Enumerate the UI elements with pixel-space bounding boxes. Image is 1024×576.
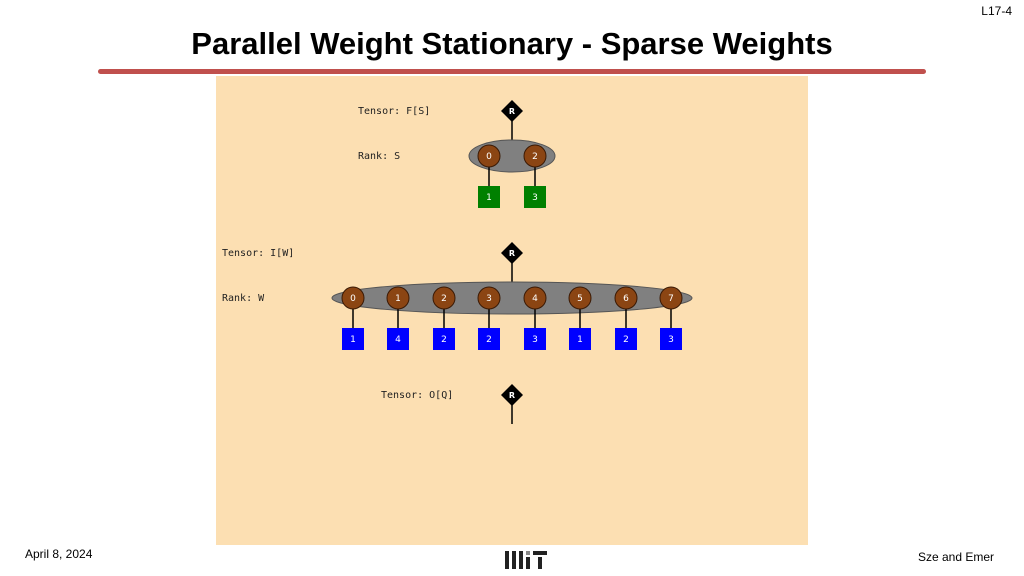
root-label: R bbox=[509, 249, 515, 258]
rank-s-label: Rank: S bbox=[358, 151, 400, 162]
value-node bbox=[660, 328, 682, 350]
value-label: 2 bbox=[623, 335, 629, 345]
slide-number: L17-4 bbox=[981, 4, 1012, 18]
value-label: 2 bbox=[441, 335, 447, 345]
value-label: 1 bbox=[350, 335, 356, 345]
tensor-f-label: Tensor: F[S] bbox=[358, 106, 430, 117]
mit-logo-icon bbox=[505, 551, 547, 569]
value-node bbox=[387, 328, 409, 350]
value-label: 3 bbox=[532, 335, 538, 345]
coord-node bbox=[523, 286, 547, 310]
coord-label: 4 bbox=[532, 294, 538, 304]
coord-node bbox=[614, 286, 638, 310]
slide-date: April 8, 2024 bbox=[25, 547, 93, 561]
tensor-i-label: Tensor: I[W] bbox=[222, 248, 294, 259]
coord-node bbox=[568, 286, 592, 310]
tensor-o-label: Tensor: O[Q] bbox=[381, 390, 453, 401]
coord-node bbox=[341, 286, 365, 310]
root-label: R bbox=[509, 107, 515, 116]
root-diamond: R bbox=[501, 242, 523, 264]
coord-label: 5 bbox=[577, 294, 583, 304]
coord-label: 1 bbox=[395, 294, 401, 304]
coord-label: 0 bbox=[486, 152, 492, 162]
root-diamond: R bbox=[501, 100, 523, 122]
value-label: 1 bbox=[577, 335, 583, 345]
value-node bbox=[478, 186, 500, 208]
root-diamond: R bbox=[501, 384, 523, 406]
coord-label: 2 bbox=[532, 152, 538, 162]
value-node bbox=[524, 186, 546, 208]
value-node bbox=[615, 328, 637, 350]
coord-label: 6 bbox=[623, 294, 629, 304]
coord-node bbox=[659, 286, 683, 310]
rank-w-label: Rank: W bbox=[222, 293, 265, 304]
coord-node bbox=[477, 144, 501, 168]
tensor-i-tree: Tensor: I[W] Rank: W R 0 1 1 4 2 2 3 2 4 3 5 1 6 2 7 3 bbox=[222, 242, 693, 350]
value-node bbox=[524, 328, 546, 350]
slide-authors: Sze and Emer bbox=[917, 550, 994, 564]
tensor-o-tree: Tensor: O[Q] R bbox=[381, 384, 523, 424]
title-underline bbox=[98, 69, 926, 74]
value-node bbox=[342, 328, 364, 350]
coord-node bbox=[386, 286, 410, 310]
value-label: 1 bbox=[486, 193, 492, 203]
coord-node bbox=[523, 144, 547, 168]
coord-node bbox=[432, 286, 456, 310]
slide-title: Parallel Weight Stationary - Sparse Weig… bbox=[191, 26, 833, 61]
value-label: 3 bbox=[668, 335, 674, 345]
value-node bbox=[478, 328, 500, 350]
value-node bbox=[433, 328, 455, 350]
coord-label: 0 bbox=[350, 294, 356, 304]
value-label: 2 bbox=[486, 335, 492, 345]
coord-label: 2 bbox=[441, 294, 447, 304]
coord-label: 3 bbox=[486, 294, 492, 304]
root-label: R bbox=[509, 391, 515, 400]
value-label: 4 bbox=[395, 335, 401, 345]
tensor-f-tree: Tensor: F[S] Rank: S R 0 1 2 3 bbox=[358, 100, 556, 208]
value-node bbox=[569, 328, 591, 350]
coord-node bbox=[477, 286, 501, 310]
fiber-oval bbox=[331, 281, 693, 315]
coord-label: 7 bbox=[668, 294, 674, 304]
value-label: 3 bbox=[532, 193, 538, 203]
